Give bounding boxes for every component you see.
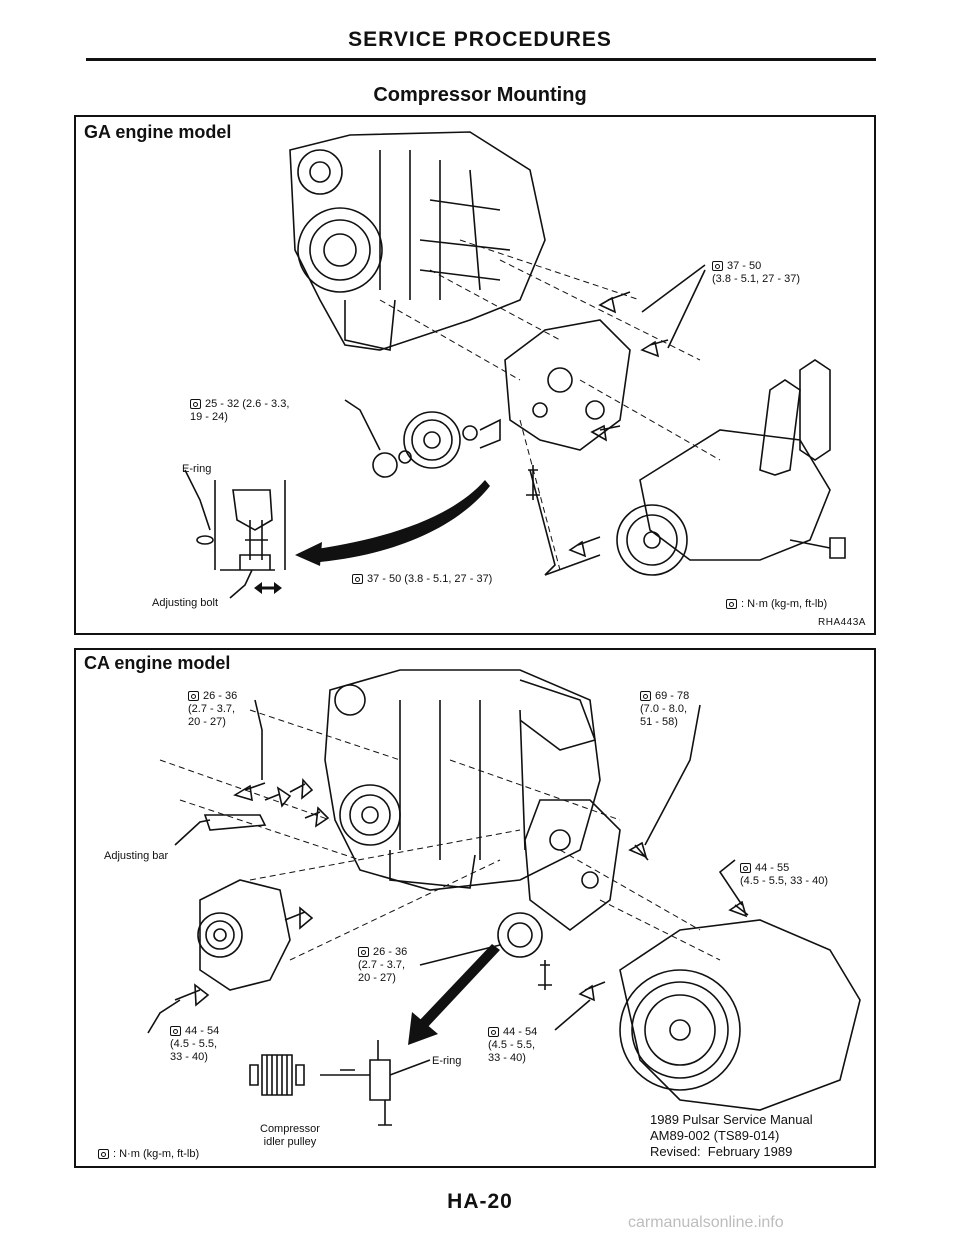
torque-icon: [190, 399, 201, 410]
torque-icon: [726, 599, 737, 610]
ga-torque-left: 25 - 32 (2.6 - 3.3, 19 - 24): [190, 398, 290, 423]
page-number: HA-20: [447, 1190, 513, 1213]
ga-panel-title: GA engine model: [84, 122, 232, 142]
ca-torque-center: 26 - 36 (2.7 - 3.7, 20 - 27): [358, 946, 408, 984]
torque-icon: [352, 574, 363, 585]
torque-icon: [98, 1149, 109, 1160]
ga-figure-code: RHA443A: [818, 617, 866, 628]
ca-panel-title: CA engine model: [84, 653, 231, 673]
ca-e-ring-label: E-ring: [432, 1055, 462, 1067]
torque-icon: [170, 1026, 181, 1037]
ga-adjusting-bolt-label: Adjusting bolt: [152, 597, 219, 609]
ca-torque-right: 44 - 55 (4.5 - 5.5, 33 - 40): [740, 862, 829, 887]
torque-icon: [740, 863, 751, 874]
ca-torque-bottom-center: 44 - 54 (4.5 - 5.5, 33 - 40): [488, 1026, 538, 1064]
ga-e-ring-label: E-ring: [182, 463, 212, 475]
ca-torque-legend: : N·m (kg-m, ft-lb): [98, 1148, 199, 1161]
watermark: carmanualsonline.info: [628, 1214, 784, 1231]
torque-icon: [188, 691, 199, 702]
torque-icon: [488, 1027, 499, 1038]
ca-torque-top-left: 26 - 36 (2.7 - 3.7, 20 - 27): [188, 690, 238, 728]
torque-icon: [712, 261, 723, 272]
ga-torque-top-right: 37 - 50 (3.8 - 5.1, 27 - 37): [712, 260, 801, 285]
ca-adjusting-bar-label: Adjusting bar: [104, 850, 169, 862]
torque-icon: [640, 691, 651, 702]
section-title: Compressor Mounting: [373, 84, 587, 106]
ca-torque-top-right: 69 - 78 (7.0 - 8.0, 51 - 58): [640, 690, 690, 728]
ca-engine-panel: [74, 648, 876, 1168]
ca-torque-bottom-left: 44 - 54 (4.5 - 5.5, 33 - 40): [170, 1025, 220, 1063]
ga-engine-panel: [74, 115, 876, 635]
torque-icon: [358, 947, 369, 958]
header-divider: [86, 58, 876, 61]
ca-idler-pulley-label: Compressor idler pulley: [260, 1123, 320, 1148]
manual-info: 1989 Pulsar Service Manual AM89-002 (TS8…: [650, 1112, 813, 1159]
ga-torque-legend: : N·m (kg-m, ft-lb): [726, 598, 827, 611]
page-header: SERVICE PROCEDURES: [348, 28, 612, 51]
ga-torque-bottom: 37 - 50 (3.8 - 5.1, 27 - 37): [352, 573, 492, 586]
